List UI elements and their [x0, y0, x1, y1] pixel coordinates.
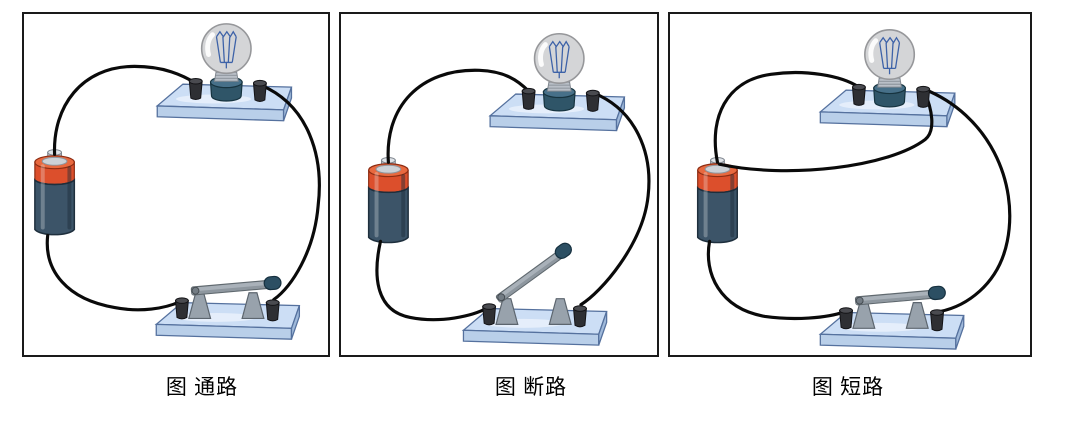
- battery: [34, 149, 76, 236]
- switch-support: [852, 302, 876, 329]
- knife-switch: [818, 285, 965, 350]
- switch-lever: [190, 275, 282, 296]
- bulb-filament: [215, 30, 237, 69]
- wire: [922, 87, 1012, 314]
- switch-support: [241, 292, 265, 320]
- battery: [367, 157, 409, 244]
- caption-short-circuit: 图 短路: [811, 375, 885, 399]
- caption-open-circuit: 图 断路: [494, 375, 568, 399]
- open-circuit-illustration: [367, 32, 651, 346]
- knife-switch: [154, 275, 301, 340]
- panel-open-circuit: [339, 12, 659, 357]
- switch-support: [495, 298, 519, 325]
- wire: [375, 239, 490, 322]
- panel-short-circuit: [668, 12, 1032, 357]
- wire: [386, 68, 531, 164]
- switch-lever: [495, 242, 572, 303]
- wire: [706, 239, 847, 321]
- wire: [259, 83, 321, 302]
- switch-support: [548, 298, 572, 325]
- battery: [696, 157, 738, 244]
- platform: [461, 307, 608, 346]
- binding-post: [174, 297, 189, 320]
- wire: [53, 64, 198, 156]
- knife-switch: [461, 242, 608, 346]
- bulb-filament: [548, 40, 570, 79]
- binding-post: [482, 303, 497, 326]
- wires: [375, 68, 651, 322]
- binding-post: [930, 309, 945, 332]
- binding-post: [573, 305, 587, 328]
- wires: [45, 64, 321, 312]
- binding-post: [252, 79, 267, 102]
- switch-support: [905, 302, 929, 329]
- wire: [713, 71, 861, 164]
- binding-post: [916, 85, 931, 108]
- closed-circuit-illustration: [34, 23, 321, 340]
- switch-support: [188, 292, 212, 320]
- wire: [45, 233, 182, 312]
- light-bulb-assembly: [488, 32, 626, 132]
- short-circuit-illustration: [696, 29, 1012, 350]
- binding-post: [521, 87, 536, 110]
- binding-post: [851, 83, 866, 106]
- binding-post: [188, 77, 203, 100]
- wires: [706, 71, 1012, 321]
- binding-post: [839, 307, 854, 330]
- light-bulb-assembly: [155, 23, 293, 122]
- switch-lever: [854, 285, 946, 306]
- wire: [717, 89, 934, 173]
- light-bulb-assembly: [818, 29, 956, 128]
- bulb-glass: [200, 23, 252, 75]
- binding-post: [585, 89, 600, 112]
- bulb-filament: [879, 36, 901, 75]
- panel-closed-circuit: [22, 12, 330, 357]
- binding-post: [265, 299, 280, 322]
- wire: [579, 91, 651, 307]
- bulb-glass: [864, 29, 916, 81]
- bulb-glass: [533, 32, 585, 84]
- caption-closed-circuit: 图 通路: [165, 375, 239, 399]
